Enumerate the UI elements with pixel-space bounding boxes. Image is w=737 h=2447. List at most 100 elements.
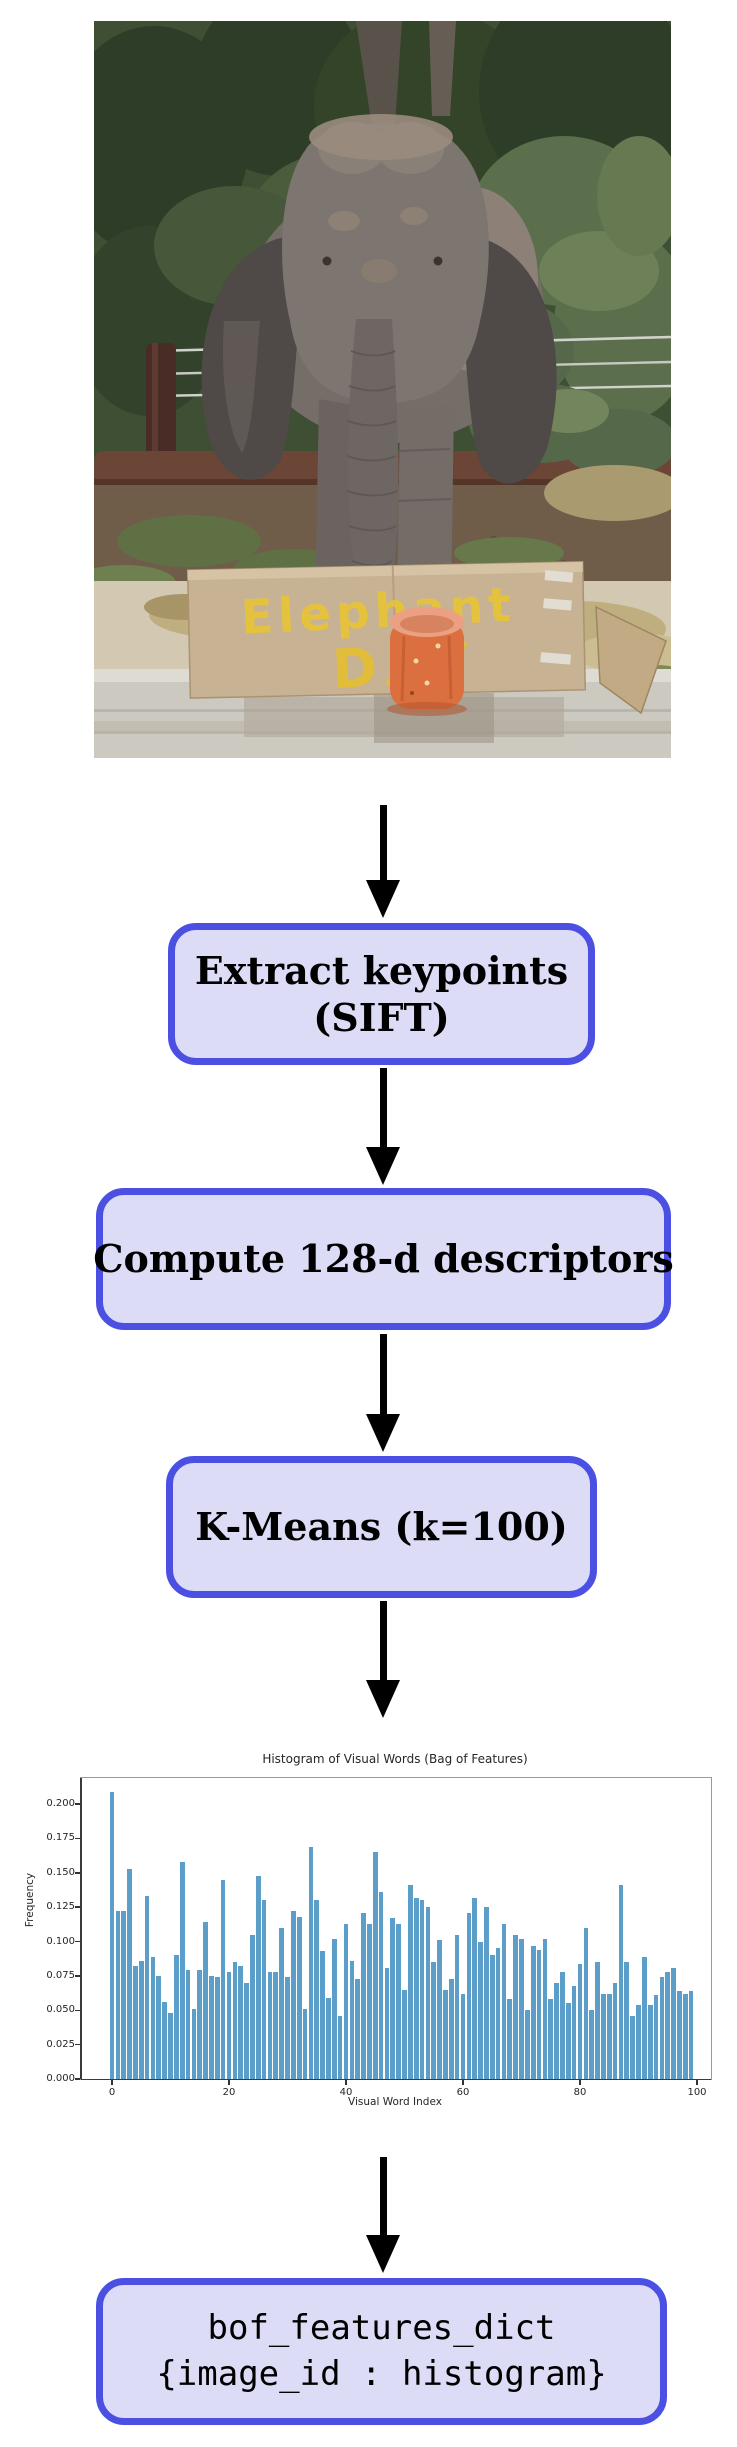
histogram-bar — [671, 1967, 676, 2079]
bof-histogram-figure: Histogram of Visual Words (Bag of Featur… — [24, 1744, 722, 2120]
histogram-bar — [285, 1977, 290, 2079]
histogram-bar — [267, 1971, 273, 2079]
x-tick-mark — [579, 2080, 581, 2085]
histogram-bar — [495, 1948, 501, 2079]
arrow-photo-to-extract — [366, 805, 400, 918]
y-tick-label: 0.200 — [46, 1798, 75, 1810]
histogram-bar — [361, 1912, 366, 2079]
histogram-bar — [431, 1962, 437, 2079]
node-output-dict: bof_features_dict {image_id : histogram} — [96, 2278, 667, 2425]
histogram-bar — [156, 1975, 162, 2079]
elephant-trunk — [348, 319, 399, 601]
histogram-bar — [261, 1900, 267, 2079]
histogram-bar — [133, 1966, 138, 2079]
arrow-extract-to-descriptors — [366, 1068, 400, 1185]
histogram-bar — [478, 1941, 483, 2079]
histogram-bar — [595, 1962, 600, 2079]
histogram-bar — [659, 1977, 665, 2079]
histogram-bar — [542, 1938, 548, 2079]
histogram-bar — [525, 2010, 530, 2079]
histogram-bar — [326, 1997, 331, 2079]
histogram-bar — [168, 2013, 173, 2079]
histogram-bar — [209, 1975, 214, 2079]
y-tick-mark — [75, 1906, 80, 1908]
y-tick-label: 0.150 — [46, 1866, 75, 1878]
histogram-bar — [583, 1927, 589, 2079]
histogram-bar — [460, 1993, 466, 2079]
histogram-bar — [647, 2004, 653, 2079]
histogram-bar — [425, 1907, 431, 2079]
histogram-bar — [197, 1970, 203, 2079]
histogram-bar — [548, 1999, 554, 2079]
arrow-head — [366, 1680, 400, 1718]
histogram-bar — [367, 1923, 372, 2079]
histogram-bar — [653, 1995, 659, 2079]
node-output-line1: bof_features_dict — [207, 2307, 556, 2348]
histogram-bar — [571, 1985, 577, 2079]
histogram-bar — [296, 1916, 302, 2079]
x-tick-mark — [228, 2080, 230, 2085]
histogram-bar — [378, 1892, 384, 2079]
histogram-bar — [589, 2010, 595, 2079]
histogram-bar — [214, 1977, 220, 2079]
node-descriptors-label: Compute 128-d descriptors — [93, 1236, 674, 1282]
node-kmeans-label: K-Means (k=100) — [195, 1504, 568, 1550]
histogram-bar — [302, 2008, 308, 2079]
arrow-head — [366, 1147, 400, 1185]
histogram-bar — [577, 1963, 583, 2079]
histogram-bar — [331, 1938, 337, 2079]
histogram-bar — [618, 1885, 624, 2079]
histogram-bar — [677, 1991, 682, 2079]
cardboard-flap — [595, 605, 667, 715]
histogram-bar — [536, 1949, 542, 2079]
histogram-bar — [396, 1923, 401, 2079]
sign-text-line1: Elephant — [240, 578, 517, 646]
arrow-head — [366, 1414, 400, 1452]
histogram-bar — [448, 1978, 454, 2079]
y-tick-label: 0.000 — [46, 2073, 75, 2084]
histogram-bar — [630, 2015, 635, 2079]
histogram-bar — [484, 1907, 489, 2079]
histogram-bar — [174, 1955, 179, 2079]
node-extract-keypoints: Extract keypoints (SIFT) — [168, 923, 595, 1065]
histogram-bar — [320, 1951, 325, 2079]
histogram-bar — [642, 1956, 647, 2079]
y-tick-mark — [75, 1803, 80, 1805]
node-extract-line2: (SIFT) — [313, 995, 450, 1040]
histogram-bar — [203, 1922, 208, 2079]
histogram-bar — [601, 1993, 606, 2079]
node-compute-descriptors: Compute 128-d descriptors — [93, 1188, 674, 1330]
histogram-bar — [408, 1885, 413, 2079]
arrow-head — [366, 2235, 400, 2273]
x-tick-mark — [462, 2080, 464, 2085]
histogram-bar — [472, 1897, 478, 2079]
histogram-bar — [624, 1962, 630, 2079]
histogram-bar — [606, 1993, 612, 2079]
histogram-bar — [419, 1900, 425, 2079]
histogram-bar — [384, 1967, 390, 2079]
histogram-bar — [337, 2015, 343, 2079]
node-output-line2: {image_id : histogram} — [156, 2353, 607, 2394]
histogram-bar — [115, 1911, 121, 2079]
y-tick-mark — [75, 1975, 80, 1977]
histogram-bar — [355, 1978, 361, 2079]
histogram-bar — [138, 1960, 144, 2079]
histogram-bar — [308, 1846, 314, 2079]
arrow-histogram-to-output — [366, 2157, 400, 2273]
histogram-bar — [185, 1970, 191, 2079]
photo-pumpkin — [387, 607, 467, 716]
y-tick-label: 0.175 — [46, 1832, 75, 1844]
y-tick-label: 0.100 — [46, 1935, 75, 1947]
histogram-bar — [612, 1982, 618, 2079]
x-tick-label: 20 — [222, 2087, 236, 2098]
histogram-bar — [443, 1989, 448, 2079]
y-tick-mark — [75, 2078, 80, 2080]
x-tick-label: 100 — [687, 2087, 707, 2098]
histogram-bar — [279, 1927, 284, 2079]
y-tick-mark — [75, 2009, 80, 2011]
histogram-bar — [250, 1934, 255, 2079]
histogram-bar — [688, 1991, 694, 2079]
left-spine — [80, 1778, 82, 2079]
histogram-bar — [349, 1960, 355, 2079]
